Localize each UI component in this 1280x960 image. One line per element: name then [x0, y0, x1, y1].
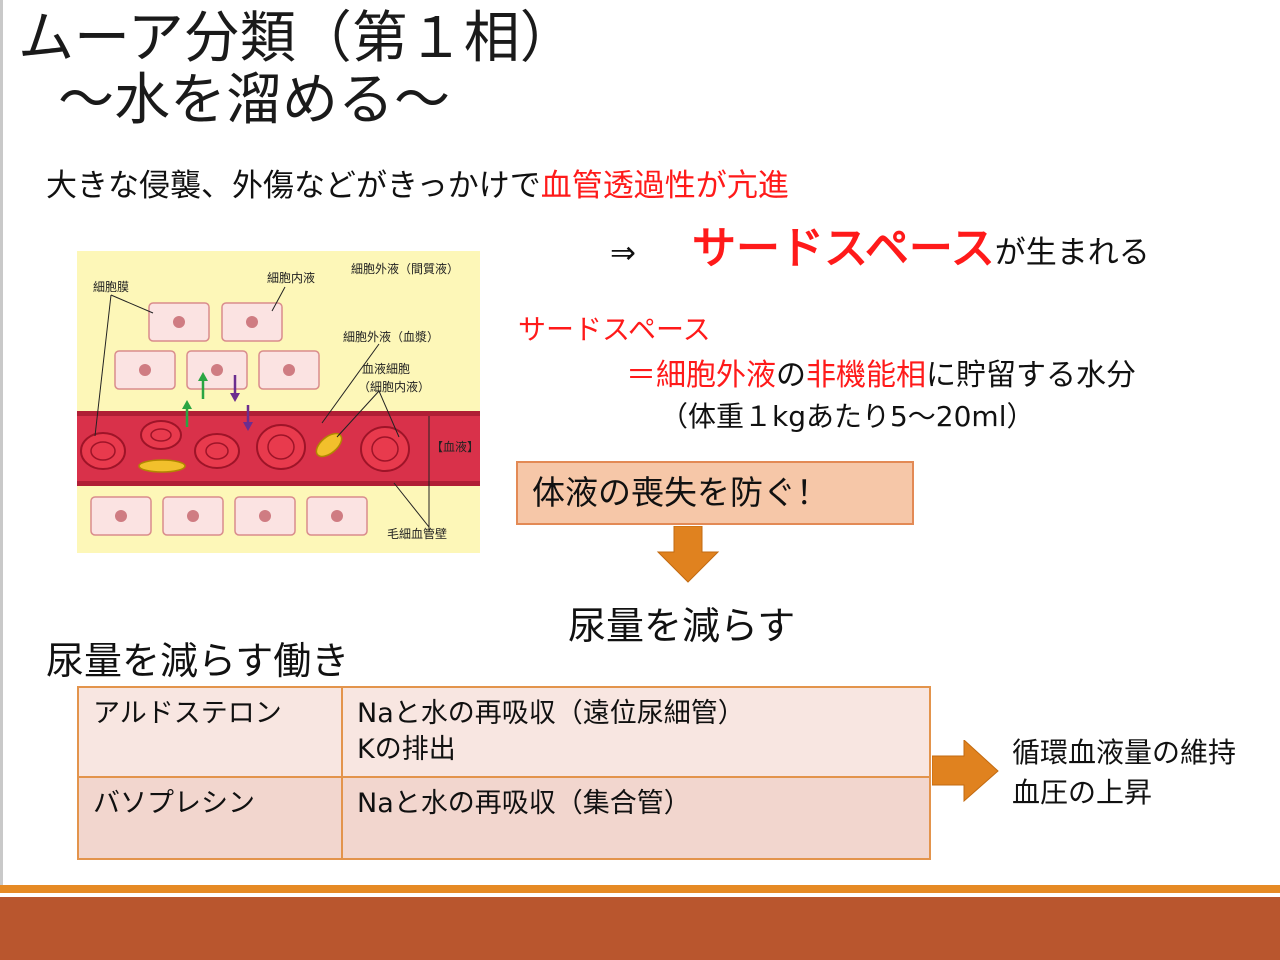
intro-highlight: 血管透過性が亢進 [540, 168, 789, 204]
fluid-shift-arrows [182, 372, 253, 431]
label-ecf-plasma: 細胞外液（血漿） [343, 329, 439, 344]
callout-box: 体液の喪失を防ぐ！ [516, 461, 914, 525]
leader-lines [94, 286, 430, 531]
yellow-blood-cells [138, 432, 343, 473]
right-arrow-icon [932, 740, 999, 802]
label-ecf-interstitial: 細胞外液（間質液） [351, 261, 459, 276]
label-blood-cell: 血液細胞 [362, 361, 410, 376]
definition-mid: の [776, 358, 806, 393]
effect-line: Kの排出 [357, 734, 456, 765]
definition-highlight: 非機能相 [806, 358, 926, 393]
section-heading: 尿量を減らす働き [46, 639, 350, 683]
definition-tail: に貯留する水分 [926, 358, 1136, 393]
definition-eq: ＝細胞外液 [626, 358, 776, 393]
third-space-volume-note: （体重１kgあたり5〜20ml） [660, 400, 1035, 433]
implies-arrow: ⇒ [610, 235, 636, 271]
third-space-line: ⇒ サードスペースが生まれる [610, 212, 1150, 276]
footer-band [0, 897, 1280, 960]
effect-cell: Naと水の再吸収（遠位尿細管） Kの排出 [341, 686, 931, 778]
third-space-definition: ＝細胞外液の非機能相に貯留する水分 [626, 350, 1136, 394]
left-edge-rule [0, 0, 3, 885]
table-row: バソプレシン Naと水の再吸収（集合管） [77, 776, 931, 860]
capillary-diagram: 細胞外液（間質液） 細胞膜 細胞内液 細胞外液（血漿） 血液細胞 （細胞内液） … [77, 251, 480, 553]
label-cell-membrane: 細胞膜 [93, 280, 129, 294]
label-blood: 【血液】 [431, 439, 479, 454]
hormone-cell: バソプレシン [77, 776, 343, 860]
label-icf: 細胞内液 [267, 270, 315, 285]
table-row: アルドステロン Naと水の再吸収（遠位尿細管） Kの排出 [77, 686, 931, 778]
hormone-cell: アルドステロン [77, 686, 343, 778]
intro-text: 大きな侵襲、外傷などがきっかけで血管透過性が亢進 [46, 160, 789, 205]
title-line-2: 〜水を溜める〜 [58, 68, 450, 133]
third-space-suffix: が生まれる [994, 235, 1150, 271]
red-blood-cells [80, 420, 410, 472]
effect-line: Naと水の再吸収（集合管） [357, 788, 691, 819]
outcome-line-1: 循環血液量の維持 [1012, 736, 1237, 769]
intro-prefix: 大きな侵襲、外傷などがきっかけで [46, 168, 541, 204]
effect-cell: Naと水の再吸収（集合管） [341, 776, 931, 860]
effect-line: Naと水の再吸収（遠位尿細管） [357, 698, 745, 729]
footer-accent-rule [0, 885, 1280, 893]
tissue-cells-upper [114, 302, 320, 390]
outcome-line-2: 血圧の上昇 [1012, 776, 1153, 809]
third-space-term: サードスペース [692, 223, 995, 274]
third-space-label: サードスペース [518, 313, 711, 346]
slide-title: ムーア分類（第１相） 〜水を溜める〜 [18, 8, 576, 132]
title-line-1: ムーア分類（第１相） [18, 6, 576, 71]
down-arrow-icon [656, 526, 720, 583]
reduce-urine-text: 尿量を減らす [568, 604, 796, 648]
outcome-text: 循環血液量の維持 血圧の上昇 [1012, 733, 1236, 813]
label-capillary-wall: 毛細血管壁 [387, 526, 447, 541]
mechanism-table: アルドステロン Naと水の再吸収（遠位尿細管） Kの排出 バソプレシン Naと水… [77, 686, 931, 860]
label-blood-cell-sub: （細胞内液） [358, 379, 430, 394]
